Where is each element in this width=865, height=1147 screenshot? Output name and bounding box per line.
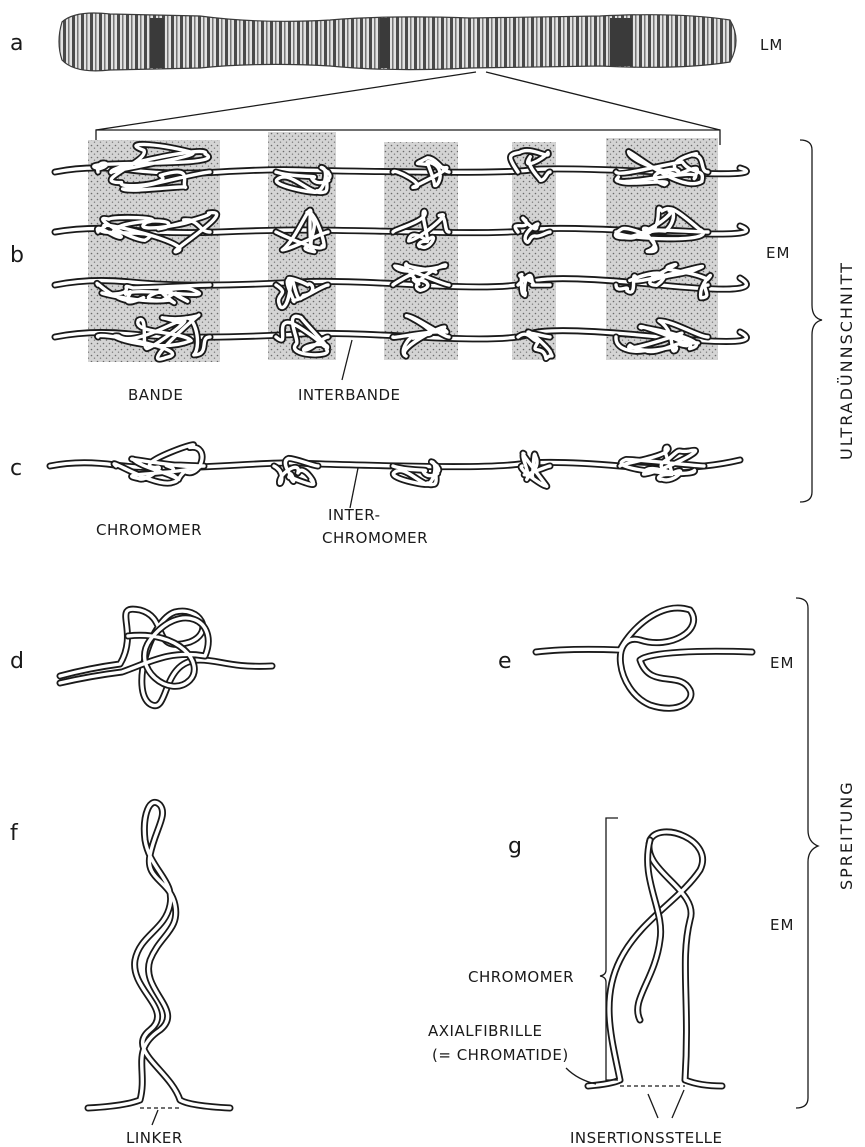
label-spreitung: SPREITUNG [837,780,856,890]
scale-label-lm: LM [760,36,783,54]
lm-chromosome [59,13,736,71]
interchromomer-pointer [350,468,358,508]
spread-chromomere-d [60,609,272,706]
bracket-spreitung [796,598,818,1108]
scale-label-em-e: EM [770,654,794,672]
label-ultradunnschnitt: ULTRADÜNNSCHNITT [837,261,856,460]
panel-letter-c: c [10,456,22,481]
axialfibrille-pointer [566,1068,596,1084]
label-linker: LINKER [126,1129,183,1147]
panel-letter-g: g [508,834,522,859]
label-interchromomer-line1: INTER- [328,506,381,524]
label-axialfibrille-line2: (= CHROMATIDE) [432,1046,569,1064]
label-axialfibrille-line1: AXIALFIBRILLE [428,1022,542,1040]
label-chromomer-g: CHROMOMER [468,968,574,986]
panel-letter-e: e [498,649,512,674]
label-chromomer-c: CHROMOMER [96,521,202,539]
scale-label-em-g: EM [770,916,794,934]
scale-label-em-b: EM [766,244,790,262]
zoom-line-left [96,72,476,130]
zoom-line-right [486,72,720,130]
panel-letter-f: f [10,821,19,846]
insertion-pointer-right [672,1090,684,1118]
twisted-loop-g [588,832,722,1086]
panel-letter-b: b [10,243,24,268]
spread-chromomere-e [536,608,752,708]
interbande-pointer [342,340,352,380]
label-interchromomer-line2: CHROMOMER [322,529,428,547]
label-insertionsstelle: INSERTIONSSTELLE [570,1129,722,1147]
panel-letter-d: d [10,649,24,674]
twisted-loop-f [88,802,230,1108]
bracket-ultradunnschnitt [800,140,822,502]
panel-letter-a: a [10,31,23,56]
label-interbande: INTERBANDE [298,386,401,404]
label-bande: BANDE [128,386,183,404]
linker-pointer [152,1110,158,1125]
insertion-pointer-left [648,1094,658,1118]
